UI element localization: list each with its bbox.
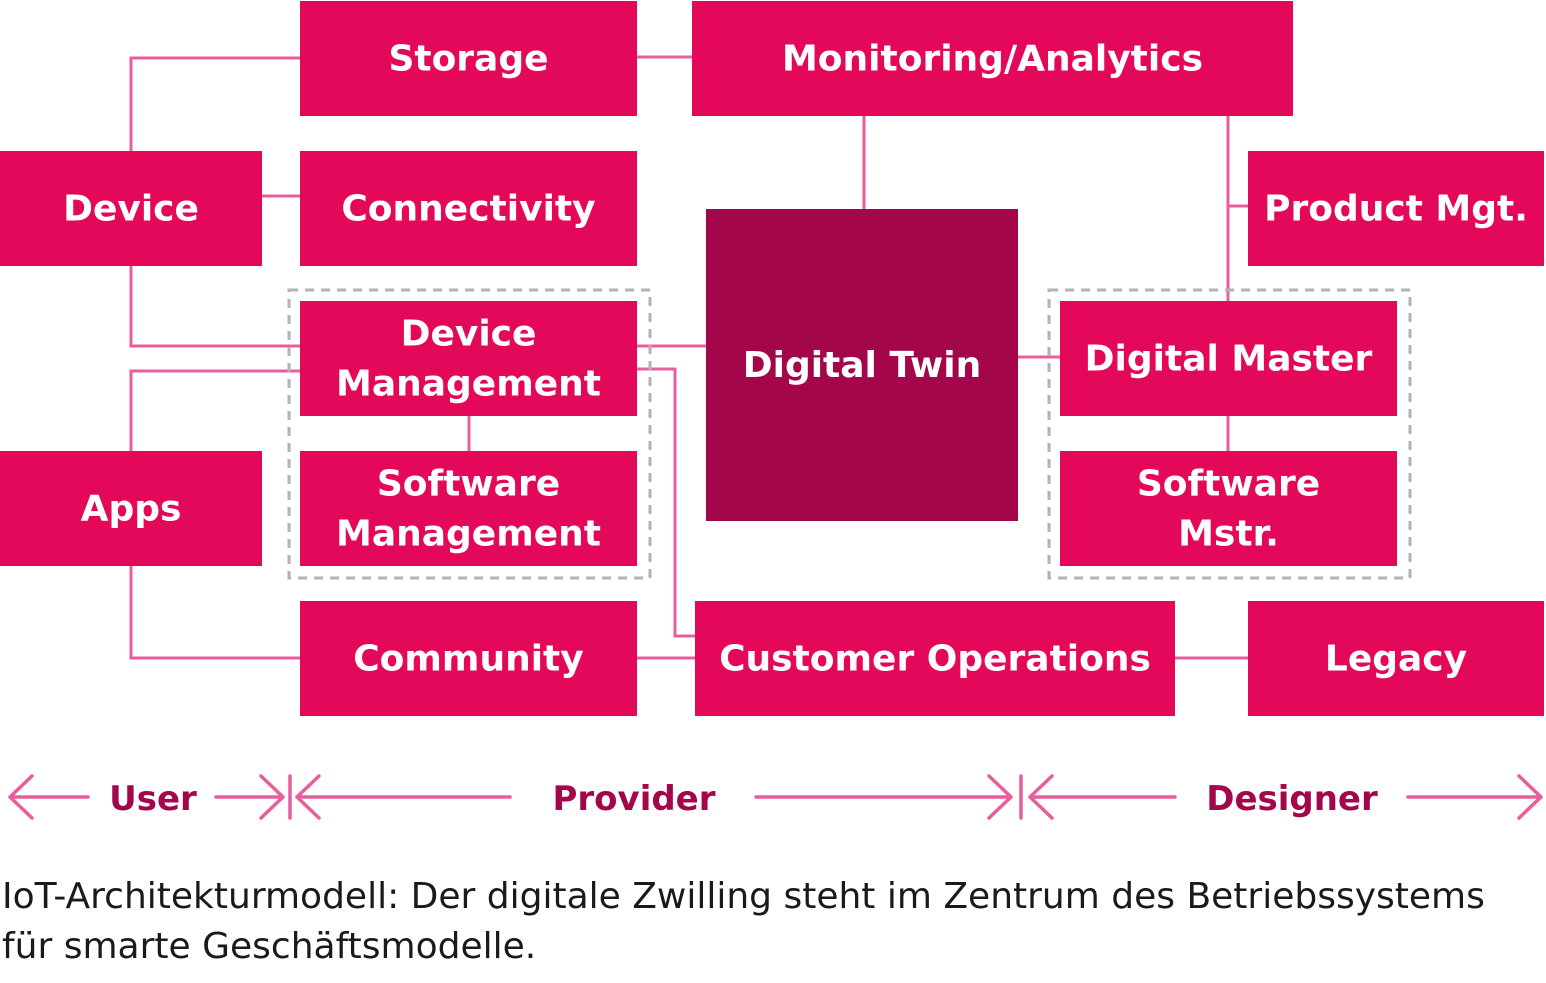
box-label-line: Digital Master — [1085, 339, 1373, 380]
box-background — [300, 151, 637, 266]
connector-line — [129, 566, 300, 660]
role-arrows — [8, 774, 1543, 820]
box-label-line: Legacy — [1325, 639, 1467, 680]
box-background — [692, 1, 1293, 116]
box-label-line: Management — [336, 514, 601, 555]
role-designer-label: Designer — [1206, 779, 1378, 819]
box-label-line: Management — [336, 364, 601, 405]
box-label-line: Community — [353, 639, 583, 680]
box-background — [1060, 301, 1397, 416]
box-background — [300, 301, 637, 416]
box-label-line: Apps — [81, 489, 182, 530]
box-background — [300, 1, 637, 116]
box-label-line: Storage — [388, 39, 548, 80]
provider-device-group — [287, 288, 652, 580]
box-apps: Apps — [0, 451, 262, 566]
box-background — [1060, 451, 1397, 566]
box-background — [695, 601, 1175, 716]
connector-line — [129, 369, 300, 451]
box-label-line: Software — [377, 464, 560, 505]
box-label-line: Device — [401, 314, 537, 355]
box-label-line: Mstr. — [1178, 514, 1279, 555]
box-background — [706, 209, 1018, 521]
box-community: Community — [300, 601, 637, 716]
connectors — [129, 55, 1248, 660]
box-device: Device — [0, 151, 262, 266]
provider-right-arrow — [754, 774, 1013, 820]
box-monitoring: Monitoring/Analytics — [692, 1, 1293, 116]
groups — [287, 288, 1412, 580]
box-label-line: Product Mgt. — [1264, 189, 1528, 230]
designer-master-group — [1047, 288, 1412, 580]
role-user-label: User — [109, 779, 197, 819]
connector-line — [637, 367, 695, 638]
provider-left-arrow — [295, 774, 512, 820]
box-background — [1248, 601, 1544, 716]
box-background — [300, 601, 637, 716]
connector-line — [129, 266, 300, 348]
user-left-arrow — [8, 774, 90, 820]
user-right-arrow — [214, 774, 285, 820]
box-label-line: Device — [63, 189, 199, 230]
box-connectivity: Connectivity — [300, 151, 637, 266]
box-background — [300, 451, 637, 566]
box-label-line: Connectivity — [341, 189, 595, 230]
role-provider-label: Provider — [552, 779, 715, 819]
connector-line — [129, 56, 300, 151]
box-background — [1248, 151, 1544, 266]
designer-left-arrow — [1028, 774, 1177, 820]
box-background — [0, 151, 262, 266]
box-legacy: Legacy — [1248, 601, 1544, 716]
box-label-line: Customer Operations — [719, 639, 1151, 680]
box-background — [0, 451, 262, 566]
designer-right-arrow — [1406, 774, 1543, 820]
box-storage: Storage — [300, 1, 637, 116]
box-label-line: Digital Twin — [743, 345, 982, 386]
box-product-mgt: Product Mgt. — [1248, 151, 1544, 266]
box-digital-master: Digital Master — [1060, 301, 1397, 416]
box-customer-operations: Customer Operations — [695, 601, 1175, 716]
box-label-line: Software — [1137, 464, 1320, 505]
box-digital-twin: Digital Twin — [706, 209, 1018, 521]
box-label-line: Monitoring/Analytics — [782, 39, 1203, 80]
caption: IoT-Architekturmodell: Der digitale Zwil… — [2, 876, 1485, 967]
